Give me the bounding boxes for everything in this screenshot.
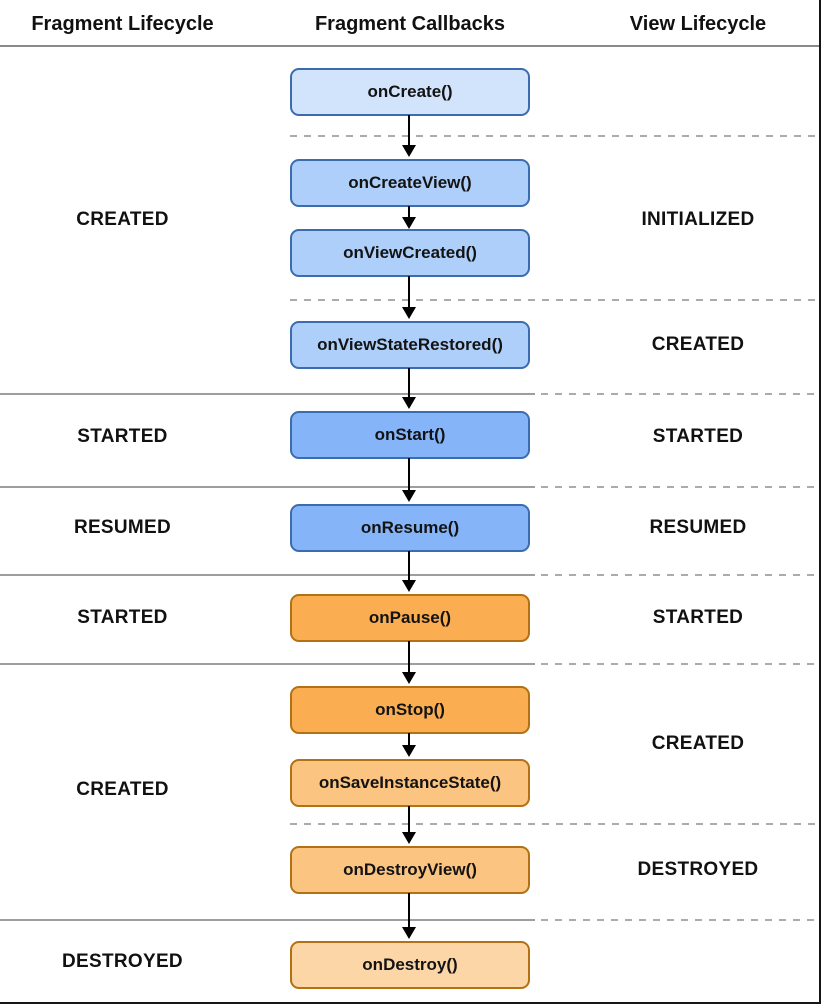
arrow-head-icon	[402, 217, 416, 229]
callback-box-onresume: onResume()	[290, 504, 530, 552]
arrow-line	[408, 276, 410, 309]
column-title-view-lifecycle: View Lifecycle	[629, 13, 767, 35]
callback-box-ondestroy: onDestroy()	[290, 941, 530, 989]
arrow-line	[408, 641, 410, 674]
arrow-head-icon	[402, 145, 416, 157]
view-divider-dashed	[541, 663, 821, 665]
arrow-down-icon	[402, 551, 418, 592]
arrow-line	[408, 115, 410, 147]
view-state-started: STARTED	[652, 607, 744, 628]
view-state-created: CREATED	[651, 334, 745, 355]
column-title-fragment-callbacks: Fragment Callbacks	[314, 13, 506, 35]
view-state-created: CREATED	[651, 733, 745, 754]
arrow-line	[408, 458, 410, 492]
arrow-line	[408, 806, 410, 834]
view-state-destroyed: DESTROYED	[637, 859, 759, 880]
callback-box-onstart: onStart()	[290, 411, 530, 459]
callback-box-onpause: onPause()	[290, 594, 530, 642]
right-edge-border	[819, 0, 821, 1004]
view-divider-dashed	[290, 135, 821, 137]
arrow-down-icon	[402, 458, 418, 502]
fragment-divider-solid	[0, 663, 535, 665]
arrow-line	[408, 893, 410, 929]
view-divider-dashed	[541, 486, 821, 488]
arrow-down-icon	[402, 368, 418, 409]
arrow-head-icon	[402, 397, 416, 409]
view-divider-dashed	[290, 299, 821, 301]
bottom-edge-border	[0, 1002, 821, 1004]
fragment-state-created: CREATED	[76, 209, 169, 230]
callback-box-oncreateview: onCreateView()	[290, 159, 530, 207]
callback-box-onviewcreated: onViewCreated()	[290, 229, 530, 277]
view-divider-dashed	[541, 919, 821, 921]
arrow-head-icon	[402, 672, 416, 684]
arrow-down-icon	[402, 641, 418, 684]
arrow-line	[408, 206, 410, 219]
callback-box-onviewstaterestored: onViewStateRestored()	[290, 321, 530, 369]
fragment-divider-solid	[0, 393, 535, 395]
callback-box-oncreate: onCreate()	[290, 68, 530, 116]
fragment-state-resumed: RESUMED	[73, 517, 172, 538]
arrow-down-icon	[402, 115, 418, 157]
header-divider	[0, 45, 821, 47]
fragment-state-created: CREATED	[76, 779, 169, 800]
arrow-head-icon	[402, 490, 416, 502]
callback-box-ondestroyview: onDestroyView()	[290, 846, 530, 894]
fragment-state-destroyed: DESTROYED	[62, 951, 183, 972]
arrow-head-icon	[402, 927, 416, 939]
callback-box-onstop: onStop()	[290, 686, 530, 734]
view-state-started: STARTED	[652, 426, 744, 447]
arrow-down-icon	[402, 733, 418, 757]
view-state-initialized: INITIALIZED	[641, 209, 755, 230]
fragment-state-started: STARTED	[77, 426, 168, 447]
view-divider-dashed	[290, 823, 821, 825]
fragment-state-started: STARTED	[77, 607, 168, 628]
fragment-divider-solid	[0, 574, 535, 576]
arrow-down-icon	[402, 276, 418, 319]
fragment-divider-solid	[0, 486, 535, 488]
arrow-line	[408, 733, 410, 747]
arrow-head-icon	[402, 745, 416, 757]
arrow-down-icon	[402, 206, 418, 229]
view-state-resumed: RESUMED	[649, 517, 747, 538]
arrow-head-icon	[402, 580, 416, 592]
arrow-line	[408, 368, 410, 399]
arrow-head-icon	[402, 832, 416, 844]
arrow-down-icon	[402, 893, 418, 939]
fragment-divider-solid	[0, 919, 535, 921]
arrow-line	[408, 551, 410, 582]
column-title-fragment-lifecycle: Fragment Lifecycle	[31, 13, 214, 35]
view-divider-dashed	[541, 574, 821, 576]
arrow-head-icon	[402, 307, 416, 319]
view-divider-dashed	[541, 393, 821, 395]
callback-box-onsaveinstancestate: onSaveInstanceState()	[290, 759, 530, 807]
arrow-down-icon	[402, 806, 418, 844]
